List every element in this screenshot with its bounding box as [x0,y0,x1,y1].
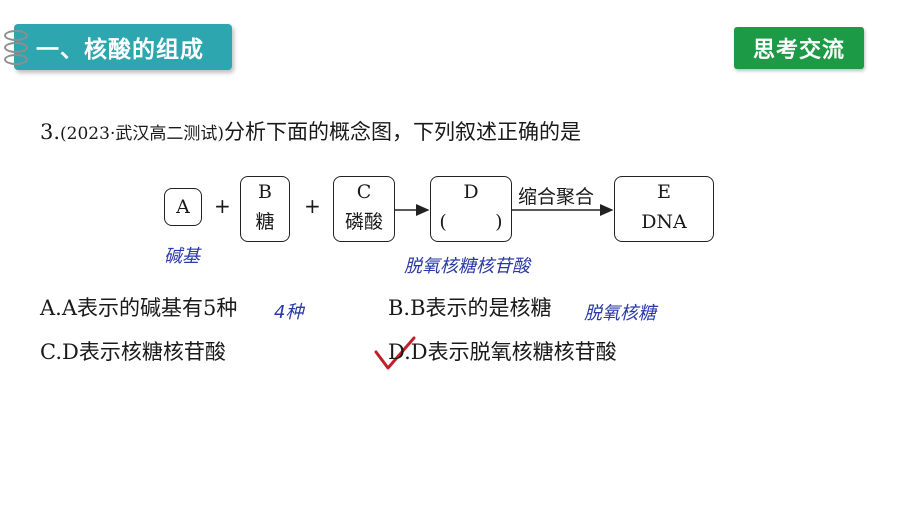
question-text: 分析下面的概念图，下列叙述正确的是 [223,120,581,144]
option-b: B.B表示的是核糖 [388,296,552,320]
concept-box-d: D ( ) [430,176,512,242]
annotation-deoxyribose: 脱氧核糖 [584,303,656,324]
binder-ring-icon [4,42,28,53]
option-d: D.D表示脱氧核糖核苷酸 [388,340,617,364]
think-exchange-badge: 思考交流 [734,27,864,69]
option-c: C.D表示核糖核苷酸 [40,340,226,364]
binder-ring-icon [4,30,28,41]
box-e-letter: E [657,181,671,203]
box-c-name: 磷酸 [344,211,383,233]
annotation-four-kinds: 4种 [274,302,304,323]
check-mark-icon [374,336,416,370]
question-source: (2023·武汉高二测试) [60,124,224,144]
box-e-name: DNA [641,211,687,233]
box-d-letter: D [463,181,479,203]
box-b-name: 糖 [255,211,275,233]
section-title-tab: 一、核酸的组成 [14,24,232,70]
box-b-letter: B [258,181,272,203]
binder-ring-icon [4,54,28,65]
concept-box-c: C 磷酸 [333,176,395,242]
question-number: 3. [40,120,61,144]
concept-box-e: E DNA [614,176,714,242]
plus-sign: + [214,194,231,218]
arrow-label: 缩合聚合 [518,186,595,208]
section-title: 一、核酸的组成 [36,37,204,63]
box-c-letter: C [356,181,372,203]
concept-box-b: B 糖 [240,176,290,242]
annotation-base: 碱基 [164,246,200,267]
annotation-deoxynucleotide: 脱氧核糖核苷酸 [404,256,530,277]
concept-box-a: A [164,188,202,226]
option-a: A.A表示的碱基有5种 [40,296,238,320]
box-a-label: A [176,196,190,218]
plus-sign: + [304,194,321,218]
question-stem: 3.(2023·武汉高二测试)分析下面的概念图，下列叙述正确的是 [40,116,581,146]
box-d-blank: ( ) [439,211,503,233]
